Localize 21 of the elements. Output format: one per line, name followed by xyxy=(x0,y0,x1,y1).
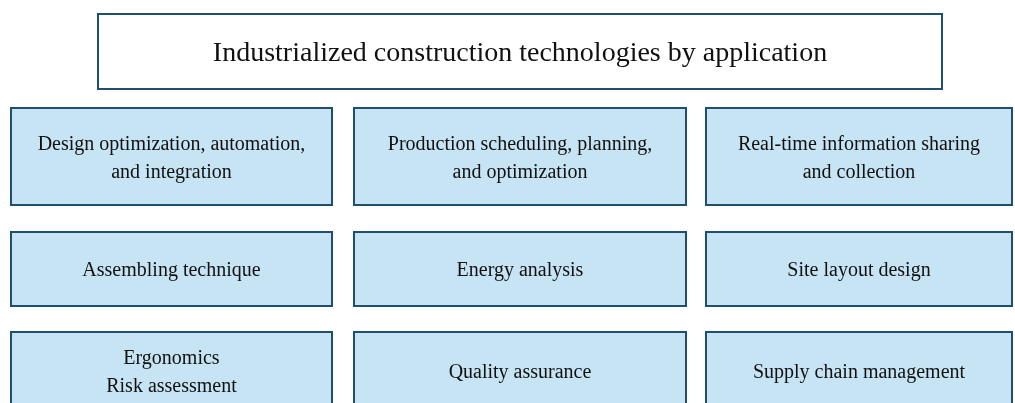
category-label: Ergonomics xyxy=(123,345,220,371)
category-box xyxy=(10,107,333,206)
category-box xyxy=(353,331,687,403)
category-label: Quality assurance xyxy=(448,359,592,385)
category-label: Design optimization, automation, and integration xyxy=(36,130,307,185)
category-label: Supply chain management xyxy=(752,359,966,385)
category-box xyxy=(353,231,687,307)
category-box xyxy=(705,231,1013,307)
category-label: Production scheduling, planning, and optimization xyxy=(386,130,654,185)
title-text: Industrialized construction technologies by application xyxy=(212,35,828,68)
category-label: Risk assessment xyxy=(106,373,237,398)
category-box xyxy=(705,107,1013,206)
category-box xyxy=(353,107,687,206)
category-box xyxy=(705,331,1013,403)
title-box xyxy=(97,13,943,90)
category-label: Real-time information sharing and collection xyxy=(736,130,982,184)
category-box xyxy=(10,331,333,403)
category-label: Site layout design xyxy=(787,257,931,283)
category-box xyxy=(10,231,333,307)
category-label: Assembling technique xyxy=(82,257,261,283)
category-label: Energy analysis xyxy=(456,257,584,283)
